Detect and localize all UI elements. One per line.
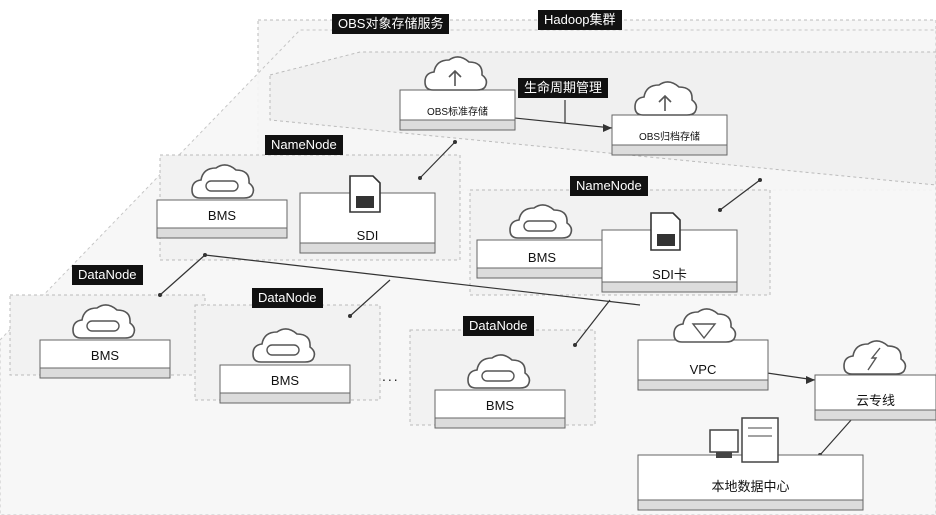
hadoop-cluster-label: Hadoop集群 <box>538 10 622 30</box>
sd-card-icon <box>650 212 681 251</box>
server-cloud-icon <box>72 304 136 339</box>
more-datanodes-ellipsis: ... <box>382 368 400 384</box>
obs-standard-node: OBS标准存储 <box>426 107 489 118</box>
vpc-router-icon <box>673 308 737 343</box>
server-cloud-icon <box>252 328 316 363</box>
namenode-label-1: NameNode <box>265 135 343 155</box>
bms-namenode-2: BMS <box>527 250 557 265</box>
lifecycle-label: 生命周期管理 <box>518 78 609 98</box>
direct-connect-icon <box>843 340 907 375</box>
local-datacenter-node: 本地数据中心 <box>711 479 790 494</box>
datanode-label-3: DataNode <box>463 316 534 336</box>
obs-service-label: OBS对象存储服务 <box>332 14 450 34</box>
server-cloud-icon <box>191 164 255 199</box>
data-center-icon <box>709 417 779 463</box>
upload-cloud-icon <box>424 56 488 91</box>
upload-cloud-icon <box>634 81 698 116</box>
server-cloud-icon <box>467 354 531 389</box>
bms-datanode-1: BMS <box>90 348 120 363</box>
sdi-namenode-1: SDI <box>356 228 379 243</box>
namenode-label-2: NameNode <box>570 176 648 196</box>
sd-card-icon <box>349 175 381 213</box>
direct-connect-node: 云专线 <box>855 393 895 408</box>
datanode-label-1: DataNode <box>72 265 143 285</box>
bms-namenode-1: BMS <box>207 208 237 223</box>
datanode-label-2: DataNode <box>252 288 323 308</box>
obs-archive-node: OBS归档存储 <box>638 132 701 143</box>
vpc-node: VPC <box>689 362 717 377</box>
server-cloud-icon <box>509 204 573 239</box>
sdi-namenode-2: SDI卡 <box>652 267 687 282</box>
bms-datanode-2: BMS <box>270 373 300 388</box>
bms-datanode-3: BMS <box>485 398 515 413</box>
